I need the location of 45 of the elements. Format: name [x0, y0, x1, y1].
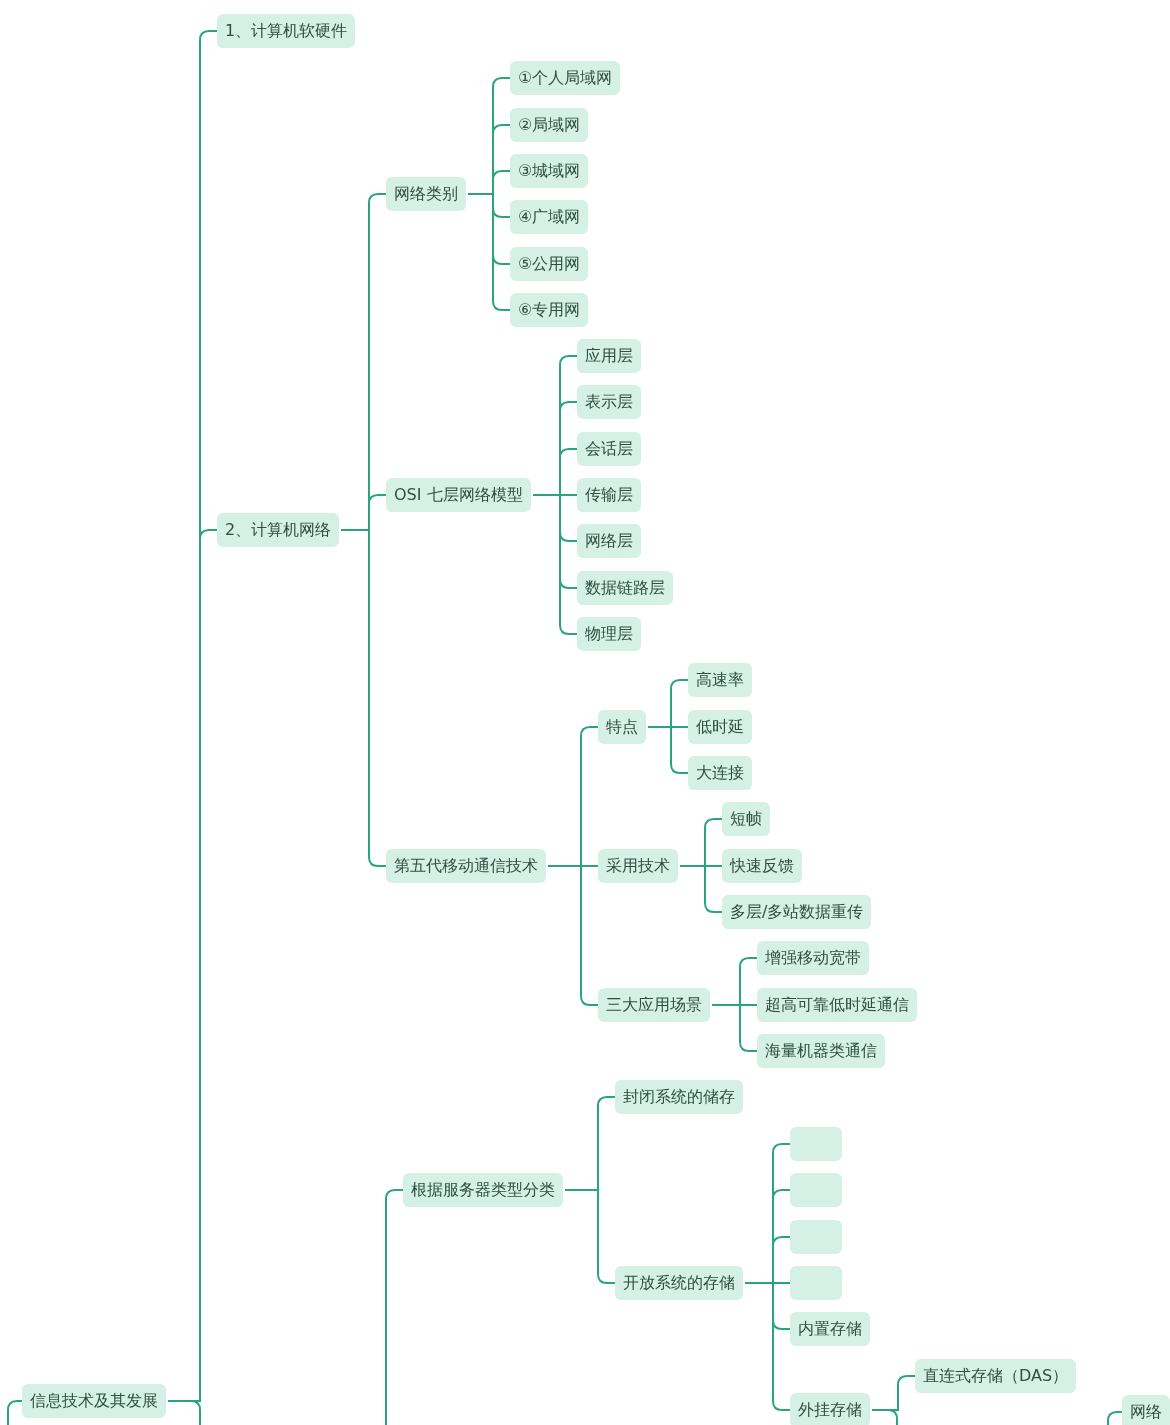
topic-box: 网络: [1122, 1395, 1170, 1425]
topic-box: 低时延: [688, 710, 752, 744]
connector-line: [1107, 1411, 1123, 1425]
topic-box: OSI 七层网络模型: [386, 478, 531, 512]
topic-box: 多层/多站数据重传: [722, 895, 872, 929]
topic-box: 应用层: [577, 339, 641, 373]
topic-box: 表示层: [577, 385, 641, 419]
topic-box: 1、计算机软硬件: [217, 14, 356, 48]
topic-box: 网络层: [577, 524, 641, 558]
topic-box: 网络类别: [386, 177, 466, 211]
topic-box: 封闭系统的储存: [615, 1080, 743, 1114]
topic-box: 外挂存储: [790, 1393, 870, 1425]
topic-box: ③城域网: [510, 154, 589, 188]
topic-box: ⑥专用网: [510, 293, 589, 327]
empty-topic-box: [790, 1266, 842, 1300]
topic-box: 第五代移动通信技术: [386, 849, 546, 883]
empty-topic-box: [790, 1173, 842, 1207]
topic-box: 直连式存储（DAS）: [915, 1359, 1077, 1393]
topic-box: 2、计算机网络: [217, 513, 340, 547]
connector-line: [340, 529, 387, 867]
topic-box: 三大应用场景: [598, 988, 710, 1022]
topic-box: 根据服务器类型分类: [403, 1173, 563, 1207]
topic-box: 短帧: [722, 802, 770, 836]
topic-box: 开放系统的存储: [615, 1266, 743, 1300]
topic-box: 数据链路层: [577, 571, 673, 605]
topic-box: 超高可靠低时延通信: [757, 988, 917, 1022]
topic-box: 采用技术: [598, 849, 678, 883]
topic-box: ⑤公用网: [510, 247, 589, 281]
topic-box: 增强移动宽带: [757, 941, 869, 975]
topic-box: 传输层: [577, 478, 641, 512]
connector-line: [7, 1400, 23, 1425]
empty-topic-box: [790, 1220, 842, 1254]
topic-box: 信息技术及其发展: [22, 1384, 166, 1418]
topic-box: ②局域网: [510, 108, 589, 142]
empty-topic-box: [790, 1127, 842, 1161]
topic-box: 物理层: [577, 617, 641, 651]
topic-box: 内置存储: [790, 1312, 870, 1346]
topic-box: 特点: [598, 710, 646, 744]
topic-box: ④广域网: [510, 200, 589, 234]
topic-box: 海量机器类通信: [757, 1034, 885, 1068]
topic-box: 快速反馈: [722, 849, 802, 883]
topic-box: 会话层: [577, 432, 641, 466]
topic-box: ①个人局域网: [510, 61, 621, 95]
topic-box: 大连接: [688, 756, 752, 790]
topic-box: 高速率: [688, 663, 752, 697]
